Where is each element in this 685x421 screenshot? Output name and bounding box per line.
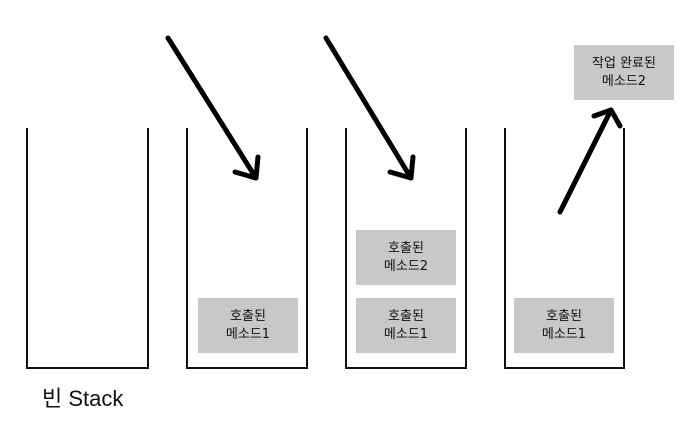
push-arrow-2-icon [323, 35, 416, 181]
stack-4-block-1-line1: 호출된 [546, 309, 582, 324]
completed-method-block: 작업 완료된 메소드2 [574, 45, 674, 100]
completed-method-line2: 메소드2 [602, 74, 646, 89]
stack-2: 호출된 메소드1 [186, 128, 308, 369]
stack-3-container [345, 128, 467, 369]
stack-1-container [26, 128, 149, 369]
completed-method-line1: 작업 완료된 [592, 56, 656, 71]
stack-1-caption: 빈 Stack [42, 386, 124, 411]
stack-4: 호출된 메소드1 [504, 128, 625, 369]
stack-4-container [504, 128, 625, 369]
stack-3-block-2: 호출된 메소드1 [356, 298, 456, 353]
stack-2-container [186, 128, 308, 369]
stack-2-block-1-line1: 호출된 [230, 309, 266, 324]
stack-2-block-1-line2: 메소드1 [226, 327, 270, 342]
stack-3-block-1-line1: 호출된 [388, 241, 424, 256]
stack-3-block-2-line1: 호출된 [388, 309, 424, 324]
stack-3-block-1: 호출된 메소드2 [356, 230, 456, 285]
stack-2-block-1: 호출된 메소드1 [198, 298, 298, 353]
stack-1 [26, 128, 149, 369]
stack-3-block-1-line2: 메소드2 [384, 259, 428, 274]
push-arrow-1-icon [165, 35, 261, 181]
stack-3: 호출된 메소드2 호출된 메소드1 [345, 128, 467, 369]
pop-arrow-icon [557, 107, 623, 215]
stack-3-block-2-line2: 메소드1 [384, 327, 428, 342]
stack-4-block-1-line2: 메소드1 [542, 327, 586, 342]
stack-4-block-1: 호출된 메소드1 [514, 298, 614, 353]
